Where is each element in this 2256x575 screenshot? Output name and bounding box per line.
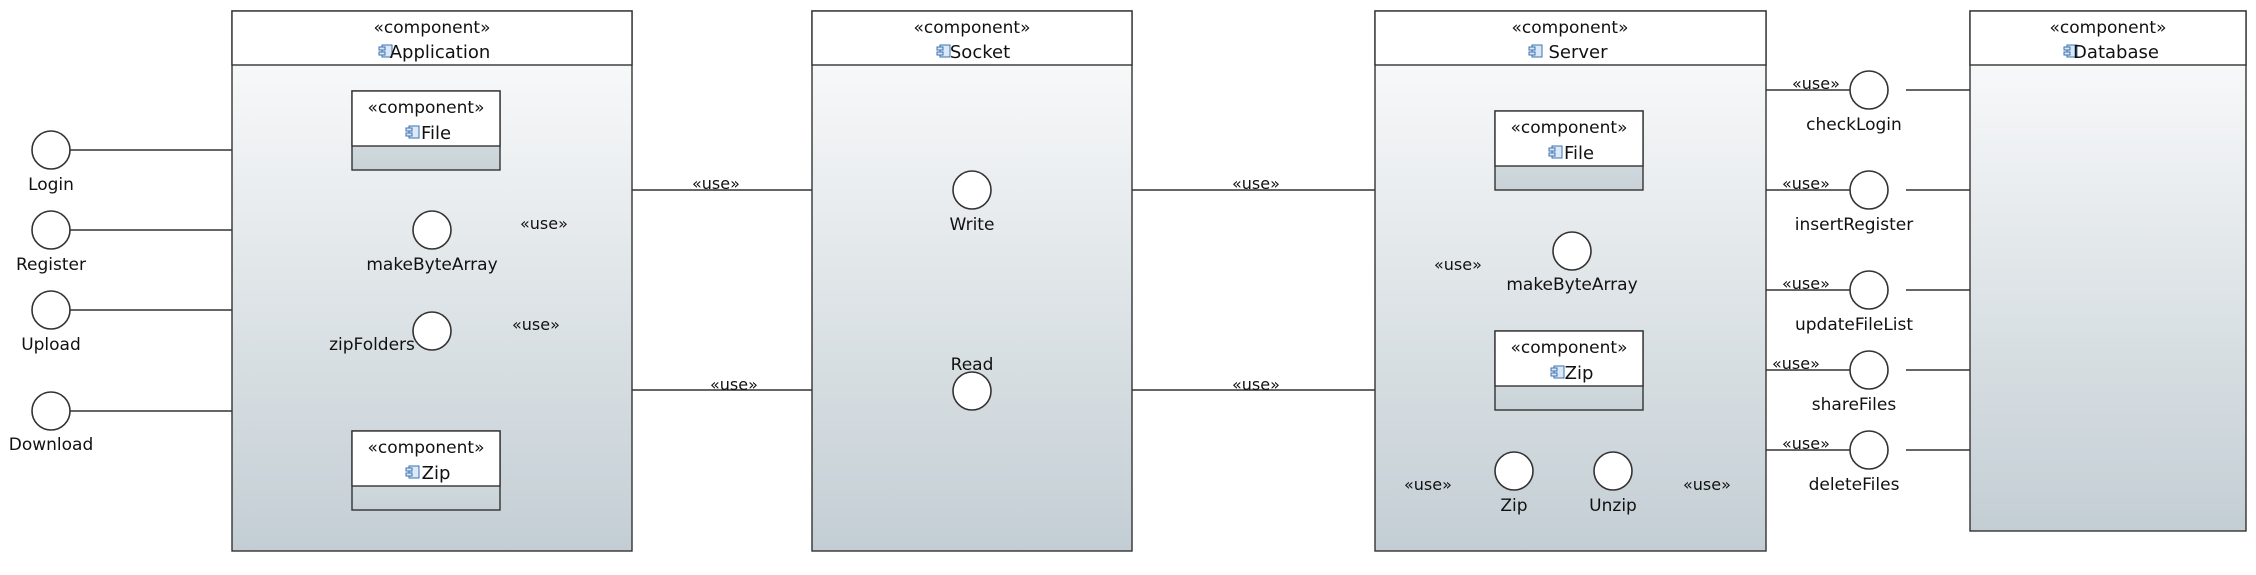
interface-label: Unzip (1589, 496, 1637, 516)
component-name: File (421, 123, 451, 144)
stereotype-label: «component» (1512, 18, 1629, 38)
subcomponent-app-zip[interactable]: «component» Zip (351, 430, 501, 511)
stereotype-label: «component» (368, 98, 485, 118)
interface-label: Upload (21, 335, 81, 355)
stereotype-label: «component» (1511, 338, 1628, 358)
component-name: Application (390, 42, 491, 63)
component-server[interactable]: «component» Server (1374, 10, 1767, 552)
use-label: «use» (1772, 354, 1820, 373)
interface-label: Download (9, 435, 94, 455)
interface-label: deleteFiles (1809, 475, 1900, 495)
interface-label: Register (16, 255, 86, 275)
use-label: «use» (710, 375, 758, 394)
interface-label: Zip (1500, 496, 1527, 516)
stereotype-label: «component» (368, 438, 485, 458)
interface-label: updateFileList (1795, 315, 1913, 335)
interface-insertregister[interactable]: insertRegister (1795, 170, 1913, 235)
use-label: «use» (1232, 174, 1280, 193)
interface-srv-zip[interactable]: Zip (1494, 451, 1534, 516)
use-labels: «use» «use» «use» «use» «use» «use» «use… (512, 74, 1840, 494)
use-label: «use» (1782, 174, 1830, 193)
component-name: File (1564, 143, 1594, 164)
interface-label: Read (951, 355, 994, 375)
interface-register[interactable]: Register (16, 210, 86, 275)
use-label: «use» (520, 214, 568, 233)
component-socket[interactable]: «component» Socket (811, 10, 1133, 552)
component-name: Zip (422, 463, 451, 484)
use-label: «use» (1404, 475, 1452, 494)
interface-updatefilelist[interactable]: updateFileList (1795, 270, 1913, 335)
interface-srv-unzip[interactable]: Unzip (1589, 451, 1637, 516)
interface-app-makebytearray[interactable]: makeByteArray (366, 210, 498, 275)
subcomponent-app-file[interactable]: «component» File (351, 90, 501, 171)
use-label: «use» (1232, 375, 1280, 394)
stereotype-label: «component» (2050, 18, 2167, 38)
subcomponent-srv-zip[interactable]: «component» Zip (1494, 330, 1644, 411)
component-name: Server (1548, 42, 1608, 63)
component-name: Zip (1565, 363, 1594, 384)
stereotype-label: «component» (1511, 118, 1628, 138)
use-label: «use» (1792, 74, 1840, 93)
interface-label: makeByteArray (1506, 275, 1637, 295)
use-label: «use» (1683, 475, 1731, 494)
use-label: «use» (512, 315, 560, 334)
use-label: «use» (692, 174, 740, 193)
interface-srv-makebytearray[interactable]: makeByteArray (1506, 231, 1638, 295)
interface-label: shareFiles (1812, 395, 1897, 415)
interface-sharefiles[interactable]: shareFiles (1812, 350, 1897, 415)
stereotype-label: «component» (914, 18, 1031, 38)
component-name: Database (2073, 42, 2159, 63)
interface-write[interactable]: Write (950, 170, 995, 235)
interface-checklogin[interactable]: checkLogin (1806, 70, 1902, 135)
subcomponent-srv-file[interactable]: «component» File (1494, 110, 1644, 191)
interface-label: zipFolders (329, 335, 415, 355)
interface-label: insertRegister (1795, 215, 1913, 235)
use-label: «use» (1434, 255, 1482, 274)
interface-label: makeByteArray (366, 255, 497, 275)
stereotype-label: «component» (374, 18, 491, 38)
use-label: «use» (1782, 274, 1830, 293)
use-label: «use» (1782, 434, 1830, 453)
interface-upload[interactable]: Upload (21, 290, 81, 355)
component-database[interactable]: «component» Database (1969, 10, 2247, 532)
interface-download[interactable]: Download (9, 391, 94, 455)
interface-label: Login (28, 175, 74, 195)
interface-login[interactable]: Login (28, 130, 74, 195)
interface-app-zipfolders[interactable]: zipFolders (329, 311, 452, 355)
interface-read[interactable]: Read (951, 355, 994, 411)
interface-label: checkLogin (1806, 115, 1902, 135)
interface-label: Write (950, 215, 995, 235)
interface-deletefiles[interactable]: deleteFiles (1809, 430, 1900, 495)
component-name: Socket (950, 42, 1010, 63)
